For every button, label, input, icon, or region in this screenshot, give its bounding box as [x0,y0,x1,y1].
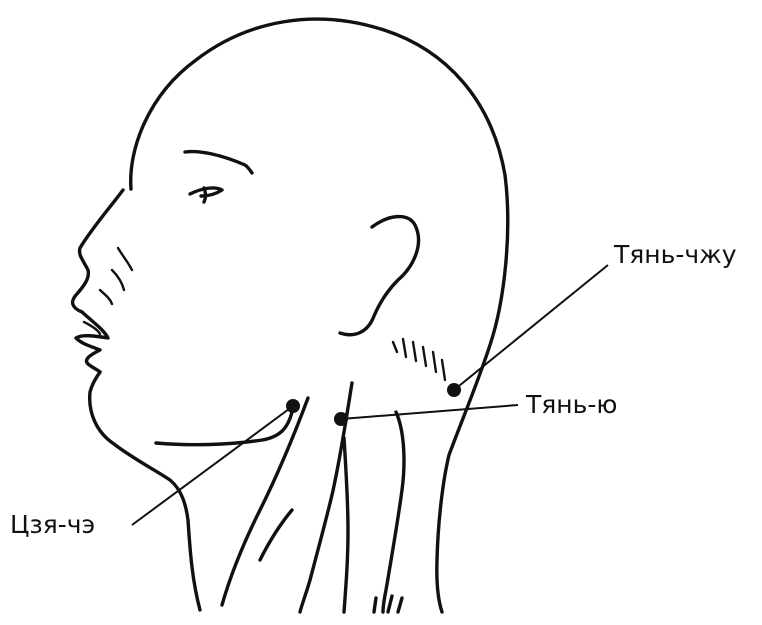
jaw-line [156,412,292,445]
face-profile [73,190,123,312]
neck-line-lower [344,438,348,612]
nasal-fold [100,248,132,304]
ear [340,217,419,335]
hatch-marks [393,339,445,380]
neck-muscle-front [222,398,308,605]
point-jia-che-dot [286,399,300,413]
point-tian-zhu-dot [447,383,461,397]
pointer-tian-yu [341,405,518,419]
eyebrow [185,152,252,173]
label-tian-yu: Тянь-ю [526,392,617,417]
lips [76,312,108,372]
point-tian-yu-dot [334,412,348,426]
label-tian-zhu: Тянь-чжу [614,242,737,267]
neck-muscle-side [383,412,404,612]
chin-jaw [90,372,200,610]
pointer-jia-che [132,406,293,525]
eye [190,188,222,202]
pointer-tian-zhu [454,265,608,390]
collar-marks [374,596,402,612]
label-jia-che: Цзя-чэ [10,512,95,537]
neck-line-inner [260,510,292,560]
